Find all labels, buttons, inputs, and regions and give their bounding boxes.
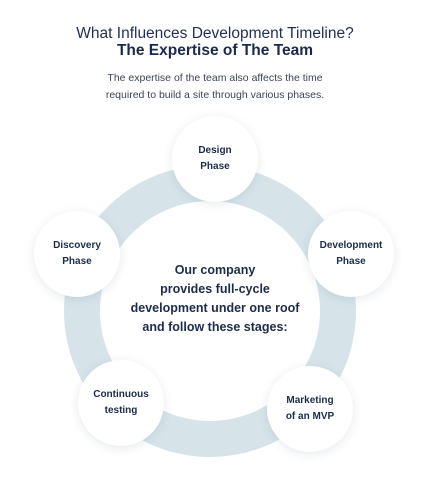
stage-label-line: Phase (336, 256, 366, 267)
stage-label-line: testing (104, 405, 138, 416)
page-subtitle: The Expertise of The Team (116, 42, 314, 59)
stage-marketing-mvp: Marketing of an MVP (267, 366, 353, 452)
stage-development-phase: Development Phase (308, 211, 394, 297)
description: The expertise of the team also affects t… (0, 70, 430, 104)
center-text-line: Our company (174, 263, 256, 277)
center-text: Our company provides full-cycle developm… (115, 261, 315, 337)
center-text-line: provides full-cycle (160, 282, 270, 296)
description-line: required to build a site through various… (105, 89, 325, 101)
stage-label-line: Design (198, 145, 232, 156)
stage-design-phase: Design Phase (172, 116, 258, 202)
stage-label-line: Discovery (53, 240, 101, 251)
stage-label-line: Phase (62, 256, 92, 267)
center-text-line: development under one roof (130, 301, 300, 315)
stage-label-line: Marketing (286, 395, 334, 406)
stage-label-line: of an MVP (285, 411, 335, 422)
center-text-line: and follow these stages: (142, 320, 288, 334)
stage-label-line: Development (319, 240, 383, 251)
page-title: What Influences Development Timeline? (76, 25, 354, 42)
stage-label-line: Continuous (93, 389, 149, 400)
stage-discovery-phase: Discovery Phase (34, 211, 120, 297)
description-line: The expertise of the team also affects t… (107, 72, 323, 84)
stage-label-line: Phase (200, 161, 230, 172)
stage-continuous-testing: Continuous testing (78, 360, 164, 446)
